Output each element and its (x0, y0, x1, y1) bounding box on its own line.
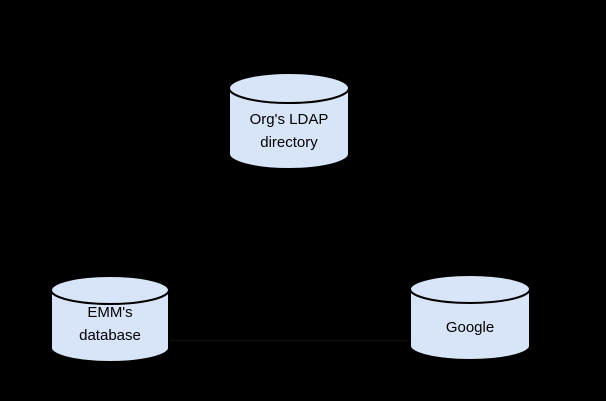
node-label-line1: Org's LDAP (250, 111, 329, 128)
database-cylinder-icon (228, 72, 350, 170)
node-google: Google (409, 274, 531, 361)
database-cylinder-icon (409, 274, 531, 361)
node-label-line1: Google (446, 319, 494, 336)
node-emm-database: EMM's database (50, 275, 170, 363)
cylinder-top-rim (50, 289, 170, 305)
node-org-ldap-directory: Org's LDAP directory (228, 72, 350, 170)
node-label-line1: EMM's (87, 304, 132, 321)
database-cylinder-icon (50, 275, 170, 363)
cylinder-top-rim (228, 87, 350, 104)
cylinder-top-rim (409, 288, 531, 304)
node-label-line2: directory (260, 134, 318, 151)
node-label-line2: database (79, 327, 141, 344)
